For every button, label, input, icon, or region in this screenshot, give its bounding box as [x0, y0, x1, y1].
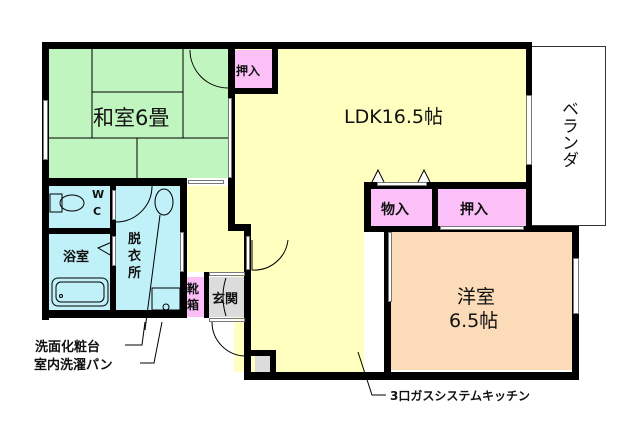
- wall: [384, 226, 391, 378]
- room-youshitsu: [390, 230, 572, 370]
- wall: [244, 372, 578, 380]
- window: [188, 180, 224, 184]
- label-shoebox-1: 靴: [187, 282, 200, 296]
- pillar: [255, 356, 271, 372]
- window: [246, 236, 250, 270]
- tatami-lines: [49, 49, 228, 178]
- storage-ldk: [370, 188, 434, 226]
- room-entrance: [209, 277, 245, 317]
- window: [112, 236, 116, 266]
- bathtub-icon: [51, 277, 109, 307]
- room-wc: [48, 186, 112, 228]
- window: [388, 232, 392, 302]
- label-washitsu: 和室6畳: [93, 106, 170, 130]
- annotation-vanity: 洗面化粧台: [35, 340, 101, 355]
- washer-pan-icon: [151, 287, 181, 311]
- room-dressing: [116, 186, 180, 310]
- window: [209, 272, 245, 276]
- basin-icon: [154, 188, 174, 216]
- wall: [42, 42, 532, 49]
- label-dressing-1: 脱: [128, 232, 142, 247]
- wall: [42, 228, 116, 234]
- wall: [228, 224, 250, 231]
- wall: [228, 88, 278, 94]
- wall: [250, 350, 274, 356]
- annotation-kitchen: 3口ガスシステムキッチン: [390, 389, 530, 403]
- room-washitsu: [48, 48, 234, 178]
- label-dressing-3: 所: [128, 266, 142, 281]
- label-closet-washitsu: 押入: [236, 64, 261, 78]
- label-bath: 浴室: [63, 250, 90, 265]
- wall: [364, 182, 532, 189]
- wall: [272, 42, 278, 92]
- label-youshitsu-1: 洋室: [457, 286, 496, 308]
- window: [112, 190, 116, 220]
- wall: [244, 224, 251, 379]
- closet-youshitsu: [438, 188, 526, 226]
- toilet-icon: [49, 193, 85, 213]
- room-veranda: [530, 46, 606, 226]
- window: [526, 95, 532, 165]
- closet-washitsu: [234, 50, 274, 88]
- label-youshitsu-2: 6.5帖: [449, 310, 499, 332]
- room-ldk-lower: [234, 182, 364, 372]
- label-storage: 物入: [381, 202, 409, 218]
- label-shoebox-2: 箱: [187, 298, 200, 312]
- annotation-washer-pan: 室内洗濯パン: [34, 358, 113, 373]
- window: [180, 232, 184, 272]
- label-ldk: LDK16.5帖: [344, 106, 443, 128]
- window: [209, 318, 245, 322]
- label-wc-1: W: [92, 188, 105, 201]
- door-swing: [251, 239, 289, 271]
- label-veranda: ベランダ: [558, 100, 578, 168]
- wall: [270, 350, 276, 376]
- window: [43, 100, 48, 160]
- wall: [42, 310, 187, 318]
- wall: [42, 178, 186, 186]
- room-shoebox: [186, 277, 204, 317]
- label-entrance: 玄関: [212, 292, 239, 307]
- window: [573, 258, 579, 314]
- wall: [204, 272, 209, 318]
- label-wc-2: C: [93, 205, 102, 218]
- wall: [228, 180, 235, 230]
- window: [228, 98, 232, 178]
- wall: [364, 182, 371, 232]
- label-dressing-2: 衣: [128, 249, 142, 264]
- door-swing: [189, 49, 229, 89]
- window: [440, 226, 524, 230]
- label-closet-youshitsu: 押入: [460, 202, 488, 218]
- wall: [432, 182, 438, 228]
- window: [377, 182, 427, 186]
- room-ldk: [234, 48, 526, 182]
